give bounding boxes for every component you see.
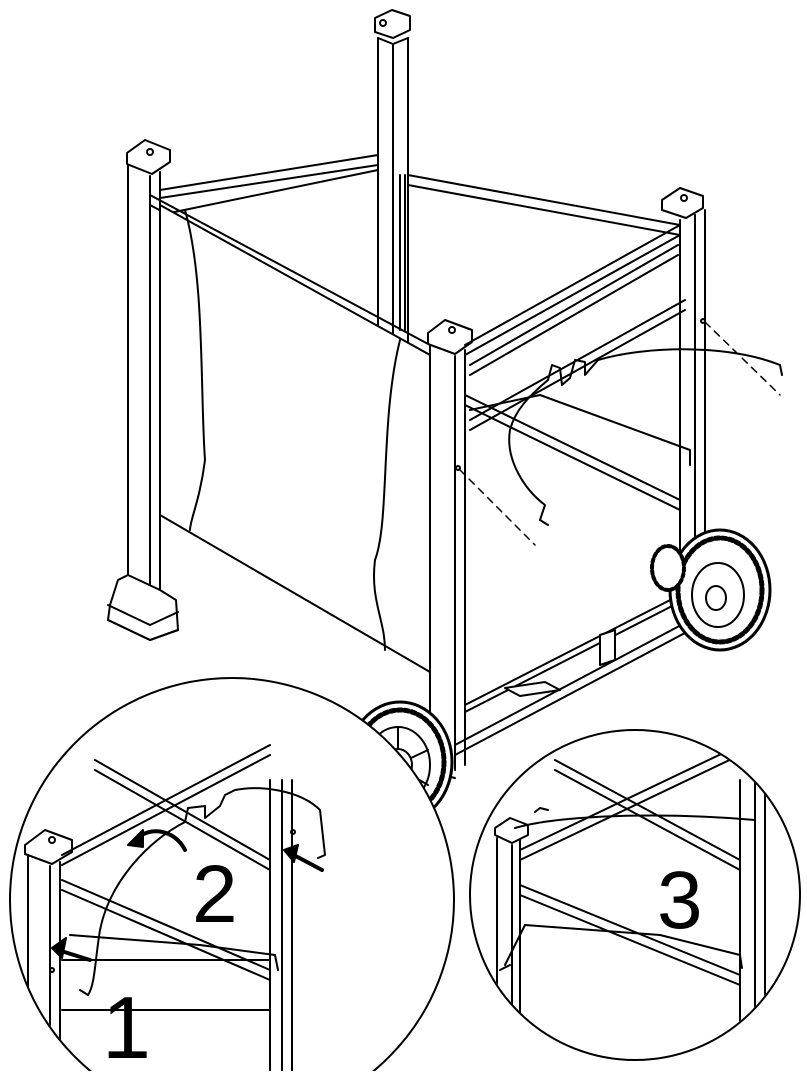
- detail-step-3: 3: [469, 729, 801, 1061]
- back-middle-post: [399, 174, 406, 331]
- bottom-rail-right: [454, 614, 701, 756]
- step-3-label: 3: [657, 855, 703, 946]
- front-left-post: [107, 139, 179, 641]
- top-rail-left: [159, 154, 379, 199]
- top-rail-right: [464, 224, 681, 356]
- rear-wheel: [650, 528, 772, 652]
- cross-brace-diag: [469, 299, 686, 431]
- wire-hook: [455, 318, 783, 526]
- guide-lines: [459, 321, 781, 546]
- back-right-post: [374, 9, 411, 351]
- cross-brace-lower: [464, 394, 681, 511]
- side-panel: [159, 204, 431, 673]
- step-2-label: 2: [192, 849, 238, 940]
- cart-frame: [107, 9, 706, 779]
- detail-step-1-2: 1 2: [9, 677, 455, 1076]
- step-1-label: 1: [102, 978, 151, 1071]
- top-rail-back: [407, 174, 681, 236]
